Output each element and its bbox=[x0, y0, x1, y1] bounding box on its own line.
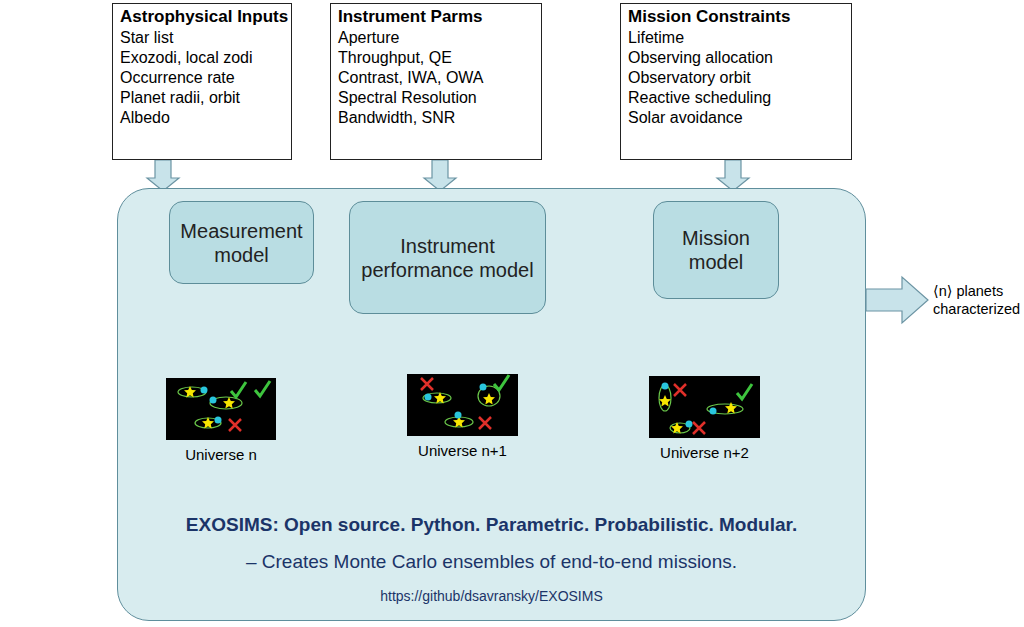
output-label: ⟨n⟩ planets characterized bbox=[933, 282, 1022, 318]
box-item: Planet radii, orbit bbox=[120, 88, 284, 108]
box-item: Occurrence rate bbox=[120, 68, 284, 88]
box-heading: Mission Constraints bbox=[628, 6, 844, 28]
box-item: Bandwidth, SNR bbox=[338, 108, 534, 128]
universe-label: Universe n+2 bbox=[649, 444, 760, 462]
block-arrow bbox=[717, 160, 749, 191]
universe-label: Universe n bbox=[166, 446, 276, 464]
model-box: Instrument performance model bbox=[349, 201, 546, 314]
universe-label: Universe n+1 bbox=[407, 442, 518, 460]
output-arrow bbox=[866, 277, 928, 323]
model-label: Mission model bbox=[660, 226, 772, 274]
box-item: Reactive scheduling bbox=[628, 88, 844, 108]
box-item: Aperture bbox=[338, 28, 534, 48]
box-item: Observing allocation bbox=[628, 48, 844, 68]
box-item: Lifetime bbox=[628, 28, 844, 48]
box-item: Contrast, IWA, OWA bbox=[338, 68, 534, 88]
box-item: Albedo bbox=[120, 108, 284, 128]
model-box: Mission model bbox=[653, 201, 779, 299]
input-box: Instrument ParmsApertureThroughput, QECo… bbox=[330, 3, 542, 160]
block-arrow bbox=[147, 160, 179, 191]
box-item: Star list bbox=[120, 28, 284, 48]
model-label: Measurement model bbox=[176, 219, 307, 267]
url-text: https://github/dsavransky/EXOSIMS bbox=[118, 588, 865, 604]
box-heading: Astrophysical Inputs bbox=[120, 6, 284, 28]
block-arrow bbox=[424, 160, 456, 191]
model-label: Instrument performance model bbox=[356, 234, 539, 282]
box-heading: Instrument Parms bbox=[338, 6, 534, 28]
box-item: Observatory orbit bbox=[628, 68, 844, 88]
box-item: Spectral Resolution bbox=[338, 88, 534, 108]
input-box: Astrophysical InputsStar listExozodi, lo… bbox=[112, 3, 292, 160]
description-text: – Creates Monte Carlo ensembles of end-t… bbox=[118, 551, 865, 573]
tagline-text: EXOSIMS: Open source. Python. Parametric… bbox=[118, 514, 865, 536]
simulator-panel: EXOSIMS: Open source. Python. Parametric… bbox=[117, 188, 866, 621]
box-item: Solar avoidance bbox=[628, 108, 844, 128]
input-box: Mission ConstraintsLifetimeObserving all… bbox=[620, 3, 852, 160]
model-box: Measurement model bbox=[169, 201, 314, 284]
box-item: Exozodi, local zodi bbox=[120, 48, 284, 68]
box-item: Throughput, QE bbox=[338, 48, 534, 68]
